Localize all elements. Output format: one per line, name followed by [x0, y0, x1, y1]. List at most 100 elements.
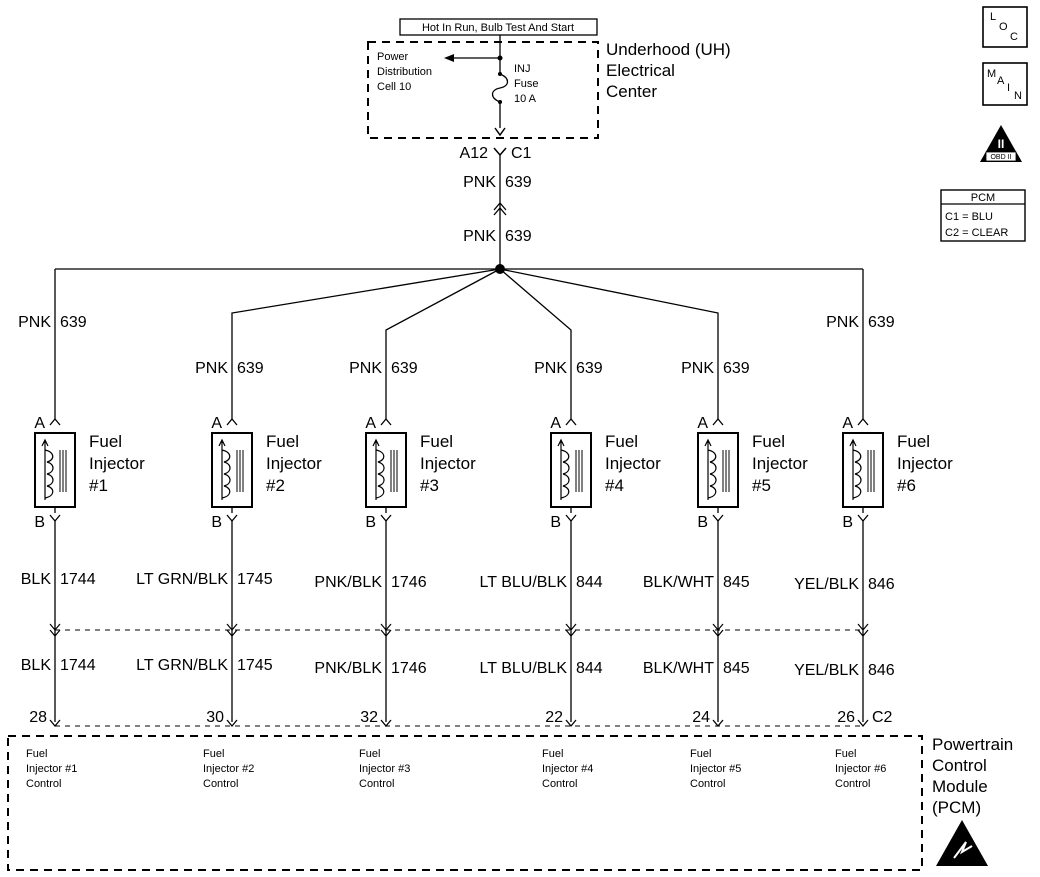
ground-color-3-upper: PNK/BLK	[314, 574, 382, 591]
ground-circuit-6-lower: 846	[868, 662, 895, 679]
pcm-input-label-4-3: Control	[542, 778, 577, 790]
esd-warning-icon	[936, 820, 988, 866]
underhood-center-box	[367, 41, 599, 139]
pcm-input-label-1-3: Control	[26, 778, 61, 790]
svg-text:OBD II: OBD II	[990, 154, 1011, 161]
ground-circuit-1-upper: 1744	[60, 571, 96, 588]
pcm-pin-1: 28	[29, 709, 47, 726]
injector-label-1-1: Fuel	[89, 432, 122, 451]
injector-label-3-2: Injector	[420, 454, 476, 473]
pcm-input-label-2-2: Injector #2	[203, 763, 254, 775]
feed-color-5: PNK	[681, 360, 714, 377]
fuse-name: INJ	[514, 63, 531, 75]
pin-b-3: B	[365, 514, 376, 531]
ground-circuit-1-lower: 1744	[60, 657, 96, 674]
uh-connector-name: C1	[511, 145, 532, 162]
ground-circuit-5-upper: 845	[723, 574, 750, 591]
injector-label-5-3: #5	[752, 476, 771, 495]
pcm-title-3: Module	[932, 777, 988, 796]
injector-label-3-3: #3	[420, 476, 439, 495]
fuel-injector-6	[842, 432, 884, 508]
pcm-input-label-3-1: Fuel	[359, 748, 380, 760]
pcm-input-label-5-1: Fuel	[690, 748, 711, 760]
underhood-title-2: Electrical	[606, 61, 675, 80]
pin-b-4: B	[550, 514, 561, 531]
coil-icon	[375, 449, 385, 499]
pcm-title-2: Control	[932, 756, 987, 775]
injector-label-2-1: Fuel	[266, 432, 299, 451]
injector-label-4-1: Fuel	[605, 432, 638, 451]
obd-ii-icon: II OBD II	[980, 125, 1022, 162]
svg-text:A: A	[997, 75, 1005, 87]
pcm-input-label-2-3: Control	[203, 778, 238, 790]
ground-circuit-4-upper: 844	[576, 574, 603, 591]
feed-circuit-3: 639	[391, 360, 418, 377]
pin-a-6: A	[842, 415, 853, 432]
coil-icon	[221, 449, 231, 499]
feed-wire-color-upper: PNK	[463, 174, 496, 191]
pin-b-1: B	[34, 514, 45, 531]
coil-icon	[44, 449, 54, 499]
ground-color-1-lower: BLK	[21, 657, 52, 674]
pcm-input-label-5-2: Injector #5	[690, 763, 741, 775]
injector-label-5-2: Injector	[752, 454, 808, 473]
fuel-injector-1	[34, 432, 76, 508]
svg-text:C: C	[1010, 31, 1018, 43]
pcm-title-1: Powertrain	[932, 735, 1013, 754]
pin-a-2: A	[211, 415, 222, 432]
uh-connector-pin: A12	[460, 145, 489, 162]
pcm-connector-legend: PCM C1 = BLU C2 = CLEAR	[940, 189, 1026, 242]
feed-color-2: PNK	[195, 360, 228, 377]
supply-header-text: Hot In Run, Bulb Test And Start	[422, 22, 574, 34]
injector-label-6-2: Injector	[897, 454, 953, 473]
injector-label-6-1: Fuel	[897, 432, 930, 451]
underhood-title-3: Center	[606, 82, 657, 101]
feed-wire-circuit-upper: 639	[505, 174, 532, 191]
pin-a-4: A	[550, 415, 561, 432]
feed-color-3: PNK	[349, 360, 382, 377]
feed-wire-4	[499, 268, 572, 420]
pcm-module-box	[7, 735, 923, 871]
coil-icon	[707, 449, 717, 499]
ground-color-2-lower: LT GRN/BLK	[136, 657, 228, 674]
feed-circuit-2: 639	[237, 360, 264, 377]
pin-a-5: A	[697, 415, 708, 432]
injector-label-3-1: Fuel	[420, 432, 453, 451]
svg-text:L: L	[990, 11, 996, 23]
injector-label-4-2: Injector	[605, 454, 661, 473]
pcm-input-label-2-1: Fuel	[203, 748, 224, 760]
fuse-word: Fuse	[514, 78, 538, 90]
fuse-rating: 10 A	[514, 93, 537, 105]
svg-text:I: I	[1007, 82, 1010, 94]
pin-a-3: A	[365, 415, 376, 432]
feed-circuit-5: 639	[723, 360, 750, 377]
main-icon: M A I N	[982, 62, 1028, 106]
pcm-input-label-4-1: Fuel	[542, 748, 563, 760]
supply-header-box	[399, 18, 598, 36]
injector-label-6-3: #6	[897, 476, 916, 495]
arrow-left-icon	[444, 54, 454, 62]
injector-label-2-2: Injector	[266, 454, 322, 473]
ground-circuit-3-upper: 1746	[391, 574, 427, 591]
pcm-pin-6: 26	[837, 709, 855, 726]
feed-color-1: PNK	[18, 314, 51, 331]
feed-circuit-4: 639	[576, 360, 603, 377]
pin-a-1: A	[34, 415, 45, 432]
ground-circuit-2-lower: 1745	[237, 657, 273, 674]
ground-color-5-lower: BLK/WHT	[643, 660, 714, 677]
pcm-input-label-6-3: Control	[835, 778, 870, 790]
feed-wire-circuit-lower: 639	[505, 228, 532, 245]
coil-icon	[560, 449, 570, 499]
svg-text:II: II	[998, 137, 1005, 151]
svg-text:O: O	[999, 21, 1008, 33]
fuel-injector-2	[211, 432, 253, 508]
coil-icon	[852, 449, 862, 499]
feed-wire-5	[499, 268, 719, 420]
pin-b-5: B	[697, 514, 708, 531]
ground-color-1-upper: BLK	[21, 571, 52, 588]
ground-color-6-lower: YEL/BLK	[794, 662, 859, 679]
